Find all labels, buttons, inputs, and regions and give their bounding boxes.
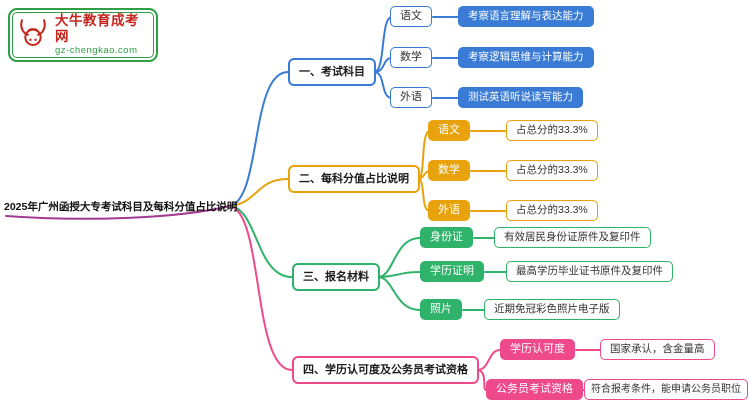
material-id-label: 身份证 bbox=[420, 227, 473, 248]
link-b3-c3 bbox=[377, 276, 421, 311]
link-root-branch4 bbox=[229, 205, 293, 371]
subject-math-desc: 考察逻辑思维与计算能力 bbox=[458, 47, 594, 68]
subject-english-desc: 测试英语听说读写能力 bbox=[458, 87, 583, 108]
subject-chinese-label: 语文 bbox=[390, 6, 432, 27]
link-b4-c2 bbox=[476, 369, 487, 391]
link-b3-c2 bbox=[377, 271, 421, 278]
civil-service-desc: 符合报考条件，能申请公务员职位 bbox=[584, 379, 748, 400]
link-b3-c1 bbox=[377, 237, 421, 278]
material-id-desc: 有效居民身份证原件及复印件 bbox=[494, 227, 651, 248]
branch-registration-materials: 三、报名材料 bbox=[292, 263, 380, 291]
link-root-branch3 bbox=[229, 205, 293, 278]
root-topic: 2025年广州函授大专考试科目及每科分值占比说明 bbox=[4, 201, 238, 213]
score-english-desc: 占总分的33.3% bbox=[506, 200, 598, 221]
site-logo: 大牛教育成考网 gz-chengkao.com bbox=[8, 8, 158, 62]
score-chinese-desc: 占总分的33.3% bbox=[506, 120, 598, 141]
branch-exam-subjects: 一、考试科目 bbox=[288, 58, 376, 86]
link-b1-c3 bbox=[373, 71, 393, 99]
material-diploma-label: 学历证明 bbox=[420, 261, 484, 282]
subject-math-label: 数学 bbox=[390, 47, 432, 68]
material-photo-label: 照片 bbox=[420, 299, 462, 320]
bull-icon bbox=[16, 17, 50, 54]
civil-service-label: 公务员考试资格 bbox=[486, 379, 583, 400]
subject-chinese-desc: 考察语言理解与表达能力 bbox=[458, 6, 594, 27]
link-b1-c1 bbox=[373, 16, 393, 73]
branch-recognition-civil-service: 四、学历认可度及公务员考试资格 bbox=[292, 356, 479, 384]
link-b4-c1 bbox=[476, 349, 501, 371]
logo-url: gz-chengkao.com bbox=[55, 45, 138, 57]
subject-english-label: 外语 bbox=[390, 87, 432, 108]
material-diploma-desc: 最高学历毕业证书原件及复印件 bbox=[506, 261, 673, 282]
recognition-label: 学历认可度 bbox=[500, 339, 575, 360]
link-root-branch2 bbox=[229, 178, 289, 207]
material-photo-desc: 近期免冠彩色照片电子版 bbox=[484, 299, 620, 320]
root-underline bbox=[5, 205, 231, 220]
score-english-label: 外语 bbox=[428, 200, 470, 221]
branch-score-proportion: 二、每科分值占比说明 bbox=[288, 165, 420, 193]
score-math-desc: 占总分的33.3% bbox=[506, 160, 598, 181]
score-chinese-label: 语文 bbox=[428, 120, 470, 141]
logo-title: 大牛教育成考网 bbox=[55, 13, 139, 44]
score-math-label: 数学 bbox=[428, 160, 470, 181]
link-root-branch1 bbox=[229, 71, 289, 207]
recognition-desc: 国家承认，含金量高 bbox=[600, 339, 715, 360]
